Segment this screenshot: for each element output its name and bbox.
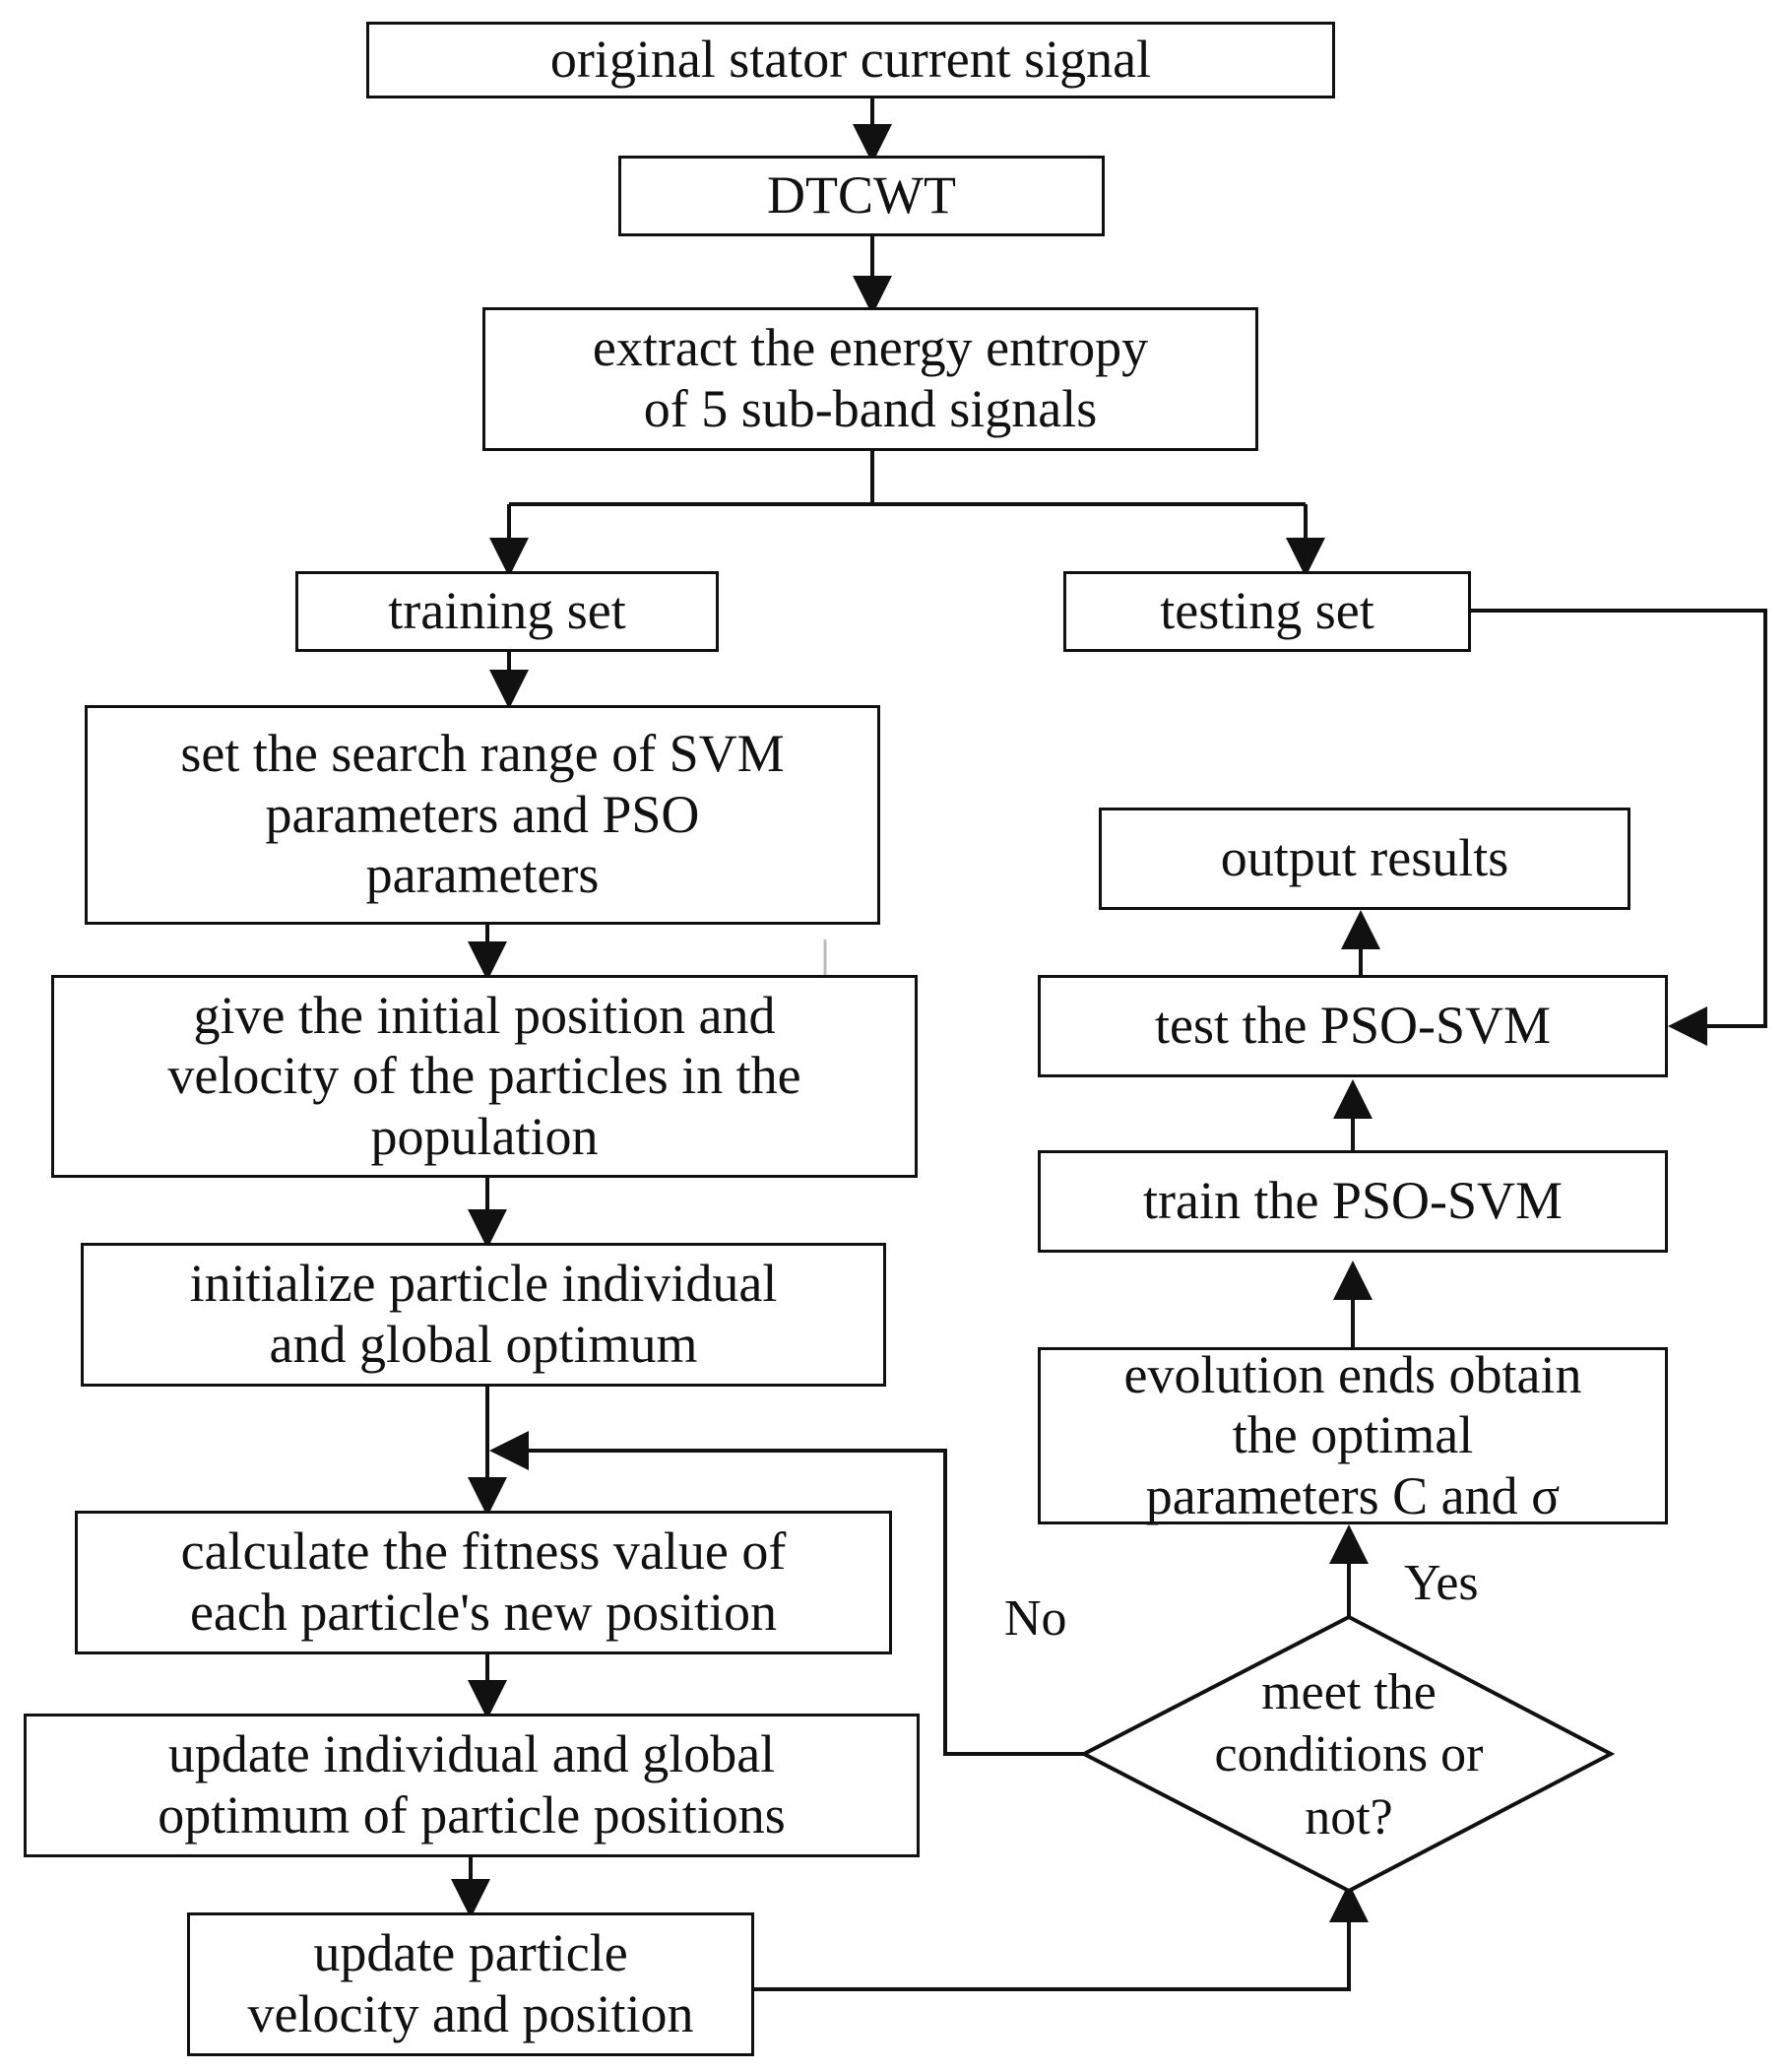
box-dtcwt-text: DTCWT bbox=[767, 165, 956, 226]
box-output-results: output results bbox=[1099, 808, 1630, 910]
no-label: No bbox=[1004, 1590, 1067, 1647]
box-original-signal: original stator current signal bbox=[366, 22, 1335, 98]
box-update-velocity-text: update particle velocity and position bbox=[247, 1923, 694, 2043]
arrow-testing-to-test bbox=[1471, 609, 1767, 1046]
box-update-optimum-text: update individual and global optimum of … bbox=[158, 1724, 786, 1845]
box-test-pso-svm-text: test the PSO-SVM bbox=[1154, 996, 1552, 1056]
box-update-velocity: update particle velocity and position bbox=[187, 1912, 754, 2056]
box-initialize-optimum-text: initialize particle individual and globa… bbox=[189, 1254, 778, 1374]
box-testing-set: testing set bbox=[1063, 571, 1471, 652]
box-test-pso-svm: test the PSO-SVM bbox=[1038, 975, 1668, 1077]
box-evolution-ends-text: evolution ends obtain the optimal parame… bbox=[1123, 1344, 1582, 1525]
box-original-signal-text: original stator current signal bbox=[549, 30, 1152, 90]
box-dtcwt: DTCWT bbox=[618, 156, 1105, 236]
box-testing-set-text: testing set bbox=[1160, 581, 1374, 641]
box-initialize-optimum: initialize particle individual and globa… bbox=[81, 1243, 886, 1387]
box-calculate-fitness-text: calculate the fitness value of each part… bbox=[180, 1522, 787, 1642]
arrow-decision-no-loop bbox=[489, 1431, 1084, 1756]
box-initial-position-text: give the initial position and velocity o… bbox=[167, 985, 801, 1166]
box-train-pso-svm-text: train the PSO-SVM bbox=[1142, 1171, 1563, 1231]
decision-diamond bbox=[1079, 1614, 1616, 1894]
box-update-optimum: update individual and global optimum of … bbox=[24, 1714, 920, 1857]
box-set-search-range: set the search range of SVM parameters a… bbox=[85, 705, 880, 925]
box-output-results-text: output results bbox=[1220, 828, 1509, 888]
box-train-pso-svm: train the PSO-SVM bbox=[1038, 1150, 1668, 1253]
box-extract-entropy: extract the energy entropy of 5 sub-band… bbox=[482, 307, 1258, 451]
box-training-set: training set bbox=[295, 571, 719, 652]
yes-label: Yes bbox=[1404, 1555, 1479, 1611]
box-set-search-range-text: set the search range of SVM parameters a… bbox=[180, 724, 785, 905]
box-evolution-ends: evolution ends obtain the optimal parame… bbox=[1038, 1344, 1668, 1525]
decision-text: meet the conditions or not? bbox=[1214, 1663, 1484, 1845]
box-initial-position: give the initial position and velocity o… bbox=[51, 975, 918, 1178]
box-calculate-fitness: calculate the fitness value of each part… bbox=[75, 1511, 892, 1654]
box-extract-entropy-text: extract the energy entropy of 5 sub-band… bbox=[592, 318, 1149, 438]
box-training-set-text: training set bbox=[388, 581, 626, 641]
arrow-velocity-to-decision bbox=[754, 1883, 1369, 1991]
